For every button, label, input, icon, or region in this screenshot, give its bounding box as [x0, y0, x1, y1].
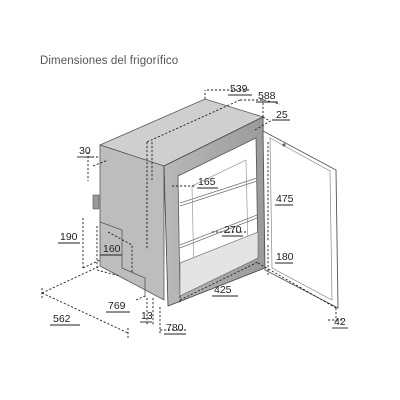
dim-539: 539 [230, 83, 248, 95]
fridge-body [92, 98, 266, 307]
dim-780: 780 [166, 322, 184, 334]
dim-30: 30 [79, 145, 91, 157]
dim-588: 588 [258, 90, 276, 102]
drawer-area [179, 231, 259, 297]
side-vent [92, 194, 100, 210]
shelf-lower [179, 214, 258, 249]
open-door [262, 130, 339, 309]
dim-13: 13 [141, 310, 153, 322]
dim-165: 165 [198, 176, 216, 188]
dim-25: 25 [276, 109, 288, 121]
dim-190: 190 [60, 231, 78, 243]
dim-270: 270 [224, 224, 242, 236]
dim-425: 425 [214, 284, 232, 296]
dimension-lines: 539 588 25 30 165 475 190 160 270 180 56… [41, 83, 348, 338]
cabinet-side-face [99, 144, 165, 301]
dim-769: 769 [108, 300, 126, 312]
shelf-upper [179, 177, 258, 207]
dim-160: 160 [103, 243, 121, 255]
diagram-title: Dimensiones del frigorífico [40, 55, 179, 67]
dim-475: 475 [276, 193, 294, 205]
dim-562: 562 [53, 313, 71, 325]
dim-42: 42 [334, 316, 346, 328]
side-recess [99, 221, 146, 297]
dim-180: 180 [276, 251, 294, 263]
